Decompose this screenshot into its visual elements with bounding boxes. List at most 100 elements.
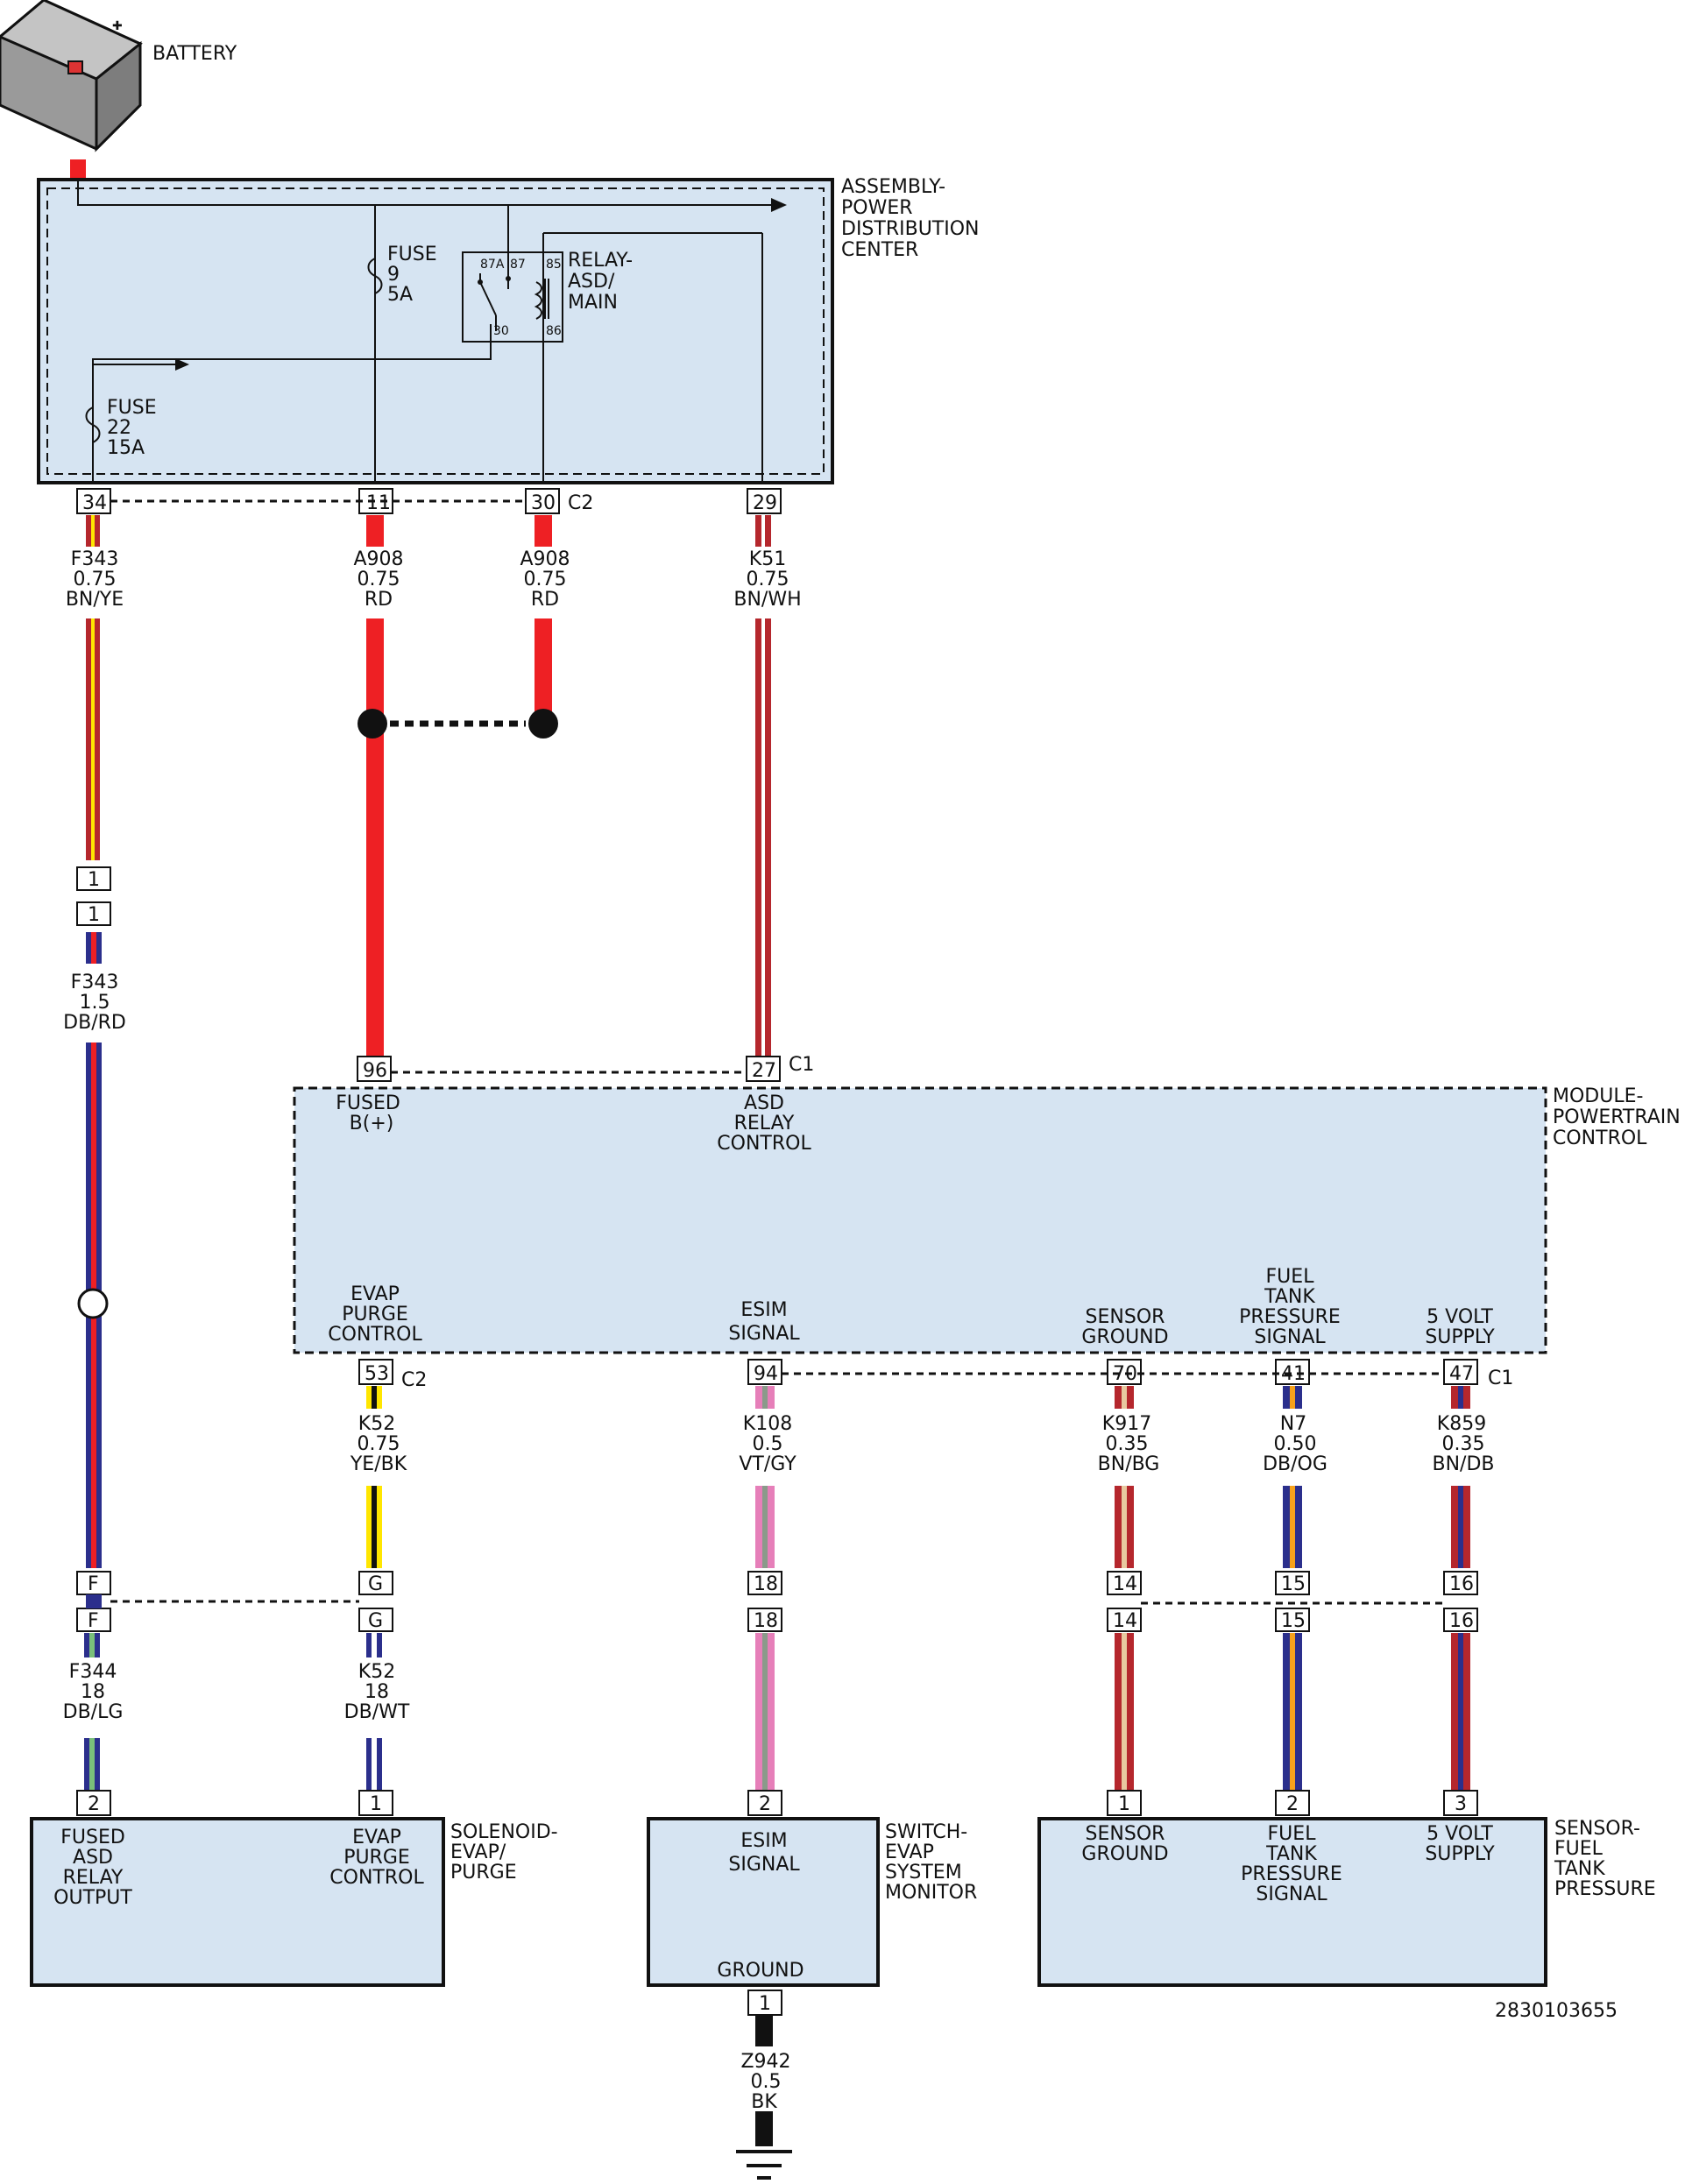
svg-text:PURGE: PURGE (450, 1862, 517, 1884)
fuse9-label: FUSE 9 5A (387, 244, 437, 306)
svg-text:14: 14 (1113, 1573, 1137, 1595)
svg-text:DB/OG: DB/OG (1263, 1453, 1327, 1475)
svg-text:SENSOR: SENSOR (1086, 1823, 1165, 1845)
splice-open (77, 1288, 109, 1319)
pdc-connector-pins: 34 11 30 29 C2 (76, 488, 782, 514)
svg-text:ASD/: ASD/ (568, 271, 615, 293)
wire-n7-lower (1283, 1633, 1302, 1791)
pdc-arrow-top (771, 198, 787, 212)
sensor-5v-supply-label: 5 VOLT SUPPLY (1425, 1823, 1495, 1865)
svg-text:FUEL: FUEL (1268, 1823, 1317, 1845)
wire-label-k859: K859 0.35 BN/DB (1433, 1413, 1495, 1475)
svg-text:87: 87 (510, 258, 526, 272)
fuse22-label: FUSE 22 15A (107, 397, 157, 459)
svg-text:C1: C1 (789, 1054, 814, 1076)
svg-text:F: F (88, 1573, 99, 1595)
document-number: 2830103655 (1495, 2000, 1618, 2022)
wire-k859-lower (1451, 1633, 1470, 1791)
battery-label: BATTERY (152, 43, 237, 65)
wire-label-f343-a: F343 0.75 BN/YE (66, 548, 124, 611)
svg-text:SWITCH-: SWITCH- (885, 1821, 967, 1843)
svg-text:F343: F343 (71, 972, 119, 993)
relay-label: RELAY- ASD/ MAIN (568, 250, 633, 314)
relay-switch-icon (479, 254, 549, 331)
svg-text:A908: A908 (520, 548, 570, 570)
relay-contact-87 (506, 276, 511, 281)
sensor-box (1037, 1817, 1547, 1987)
svg-text:BK: BK (751, 2091, 777, 2113)
svg-text:PRESSURE: PRESSURE (1554, 1878, 1656, 1900)
svg-text:GROUND: GROUND (1081, 1326, 1168, 1348)
svg-text:K51: K51 (749, 548, 786, 570)
wire-label-k917: K917 0.35 BN/BG (1098, 1413, 1160, 1475)
wire-n7-db-og (1283, 1386, 1302, 1568)
svg-text:0.75: 0.75 (358, 1433, 400, 1455)
battery-icon: ✚ (0, 0, 143, 152)
wire-k52-db-wt (366, 1633, 382, 1791)
svg-text:ASD: ASD (744, 1092, 784, 1114)
battery-terminal (70, 159, 86, 180)
svg-text:18: 18 (81, 1681, 105, 1703)
svg-text:EVAP/: EVAP/ (450, 1841, 506, 1863)
wire-label-k108: K108 0.5 VT/GY (739, 1413, 796, 1475)
wire-k51-bn-wh (755, 515, 771, 1064)
wire-label-a908-b: A908 0.75 RD (520, 548, 570, 611)
svg-text:DB/RD: DB/RD (63, 1012, 126, 1034)
svg-text:5A: 5A (387, 284, 413, 306)
wire-k108-lower (755, 1633, 775, 1791)
svg-text:SYSTEM: SYSTEM (885, 1862, 962, 1884)
pcm-5v-supply-label: 5 VOLT SUPPLY (1425, 1306, 1495, 1348)
svg-text:5 VOLT: 5 VOLT (1427, 1306, 1493, 1328)
svg-text:29: 29 (753, 492, 777, 514)
svg-text:CONTROL: CONTROL (717, 1133, 811, 1155)
svg-text:87A: 87A (480, 258, 505, 272)
svg-text:RELAY: RELAY (63, 1867, 124, 1889)
wire-k52-ye-bk (366, 1386, 382, 1568)
wire-label-z942: Z942 0.5 BK (740, 2051, 790, 2113)
svg-text:C2: C2 (401, 1369, 427, 1391)
svg-text:85: 85 (546, 258, 562, 272)
svg-text:PURGE: PURGE (342, 1304, 408, 1325)
svg-text:18: 18 (754, 1573, 778, 1595)
svg-text:30: 30 (493, 324, 509, 338)
svg-text:G: G (368, 1610, 383, 1632)
svg-text:0.75: 0.75 (358, 569, 400, 590)
svg-text:✚: ✚ (112, 19, 123, 33)
svg-text:1: 1 (88, 869, 100, 891)
splice-a908-left (358, 709, 387, 739)
svg-text:K108: K108 (743, 1413, 792, 1435)
svg-text:34: 34 (82, 492, 107, 514)
svg-text:ESIM: ESIM (740, 1299, 787, 1321)
svg-text:SENSOR-: SENSOR- (1554, 1818, 1640, 1840)
svg-text:CONTROL: CONTROL (328, 1324, 422, 1346)
svg-text:2: 2 (1286, 1793, 1299, 1815)
svg-text:18: 18 (754, 1610, 778, 1632)
svg-text:EVAP: EVAP (352, 1827, 401, 1848)
svg-text:MAIN: MAIN (568, 292, 618, 314)
svg-text:5 VOLT: 5 VOLT (1427, 1823, 1493, 1845)
wire-k917-lower (1115, 1633, 1134, 1791)
pcm-top-pins: 96 27 C1 (357, 1054, 814, 1082)
pcm-sensor-ground-label: SENSOR GROUND (1081, 1306, 1168, 1348)
pcm-bottom-pins: 53 C2 94 70 41 47 C1 (358, 1359, 1513, 1391)
svg-text:EVAP: EVAP (350, 1283, 400, 1305)
pdc-title: ASSEMBLY- POWER DISTRIBUTION CENTER (841, 176, 980, 261)
svg-text:SUPPLY: SUPPLY (1425, 1326, 1495, 1348)
svg-text:86: 86 (546, 324, 562, 338)
svg-text:0.75: 0.75 (747, 569, 789, 590)
svg-text:CONTROL: CONTROL (1553, 1127, 1647, 1149)
wire-f343-bn-ye (86, 515, 100, 860)
pcm-title: MODULE- POWERTRAIN CONTROL (1553, 1085, 1681, 1149)
svg-text:15: 15 (1281, 1573, 1306, 1595)
svg-text:SIGNAL: SIGNAL (728, 1854, 800, 1876)
svg-text:0.75: 0.75 (524, 569, 567, 590)
svg-text:1: 1 (88, 904, 100, 926)
pcm-asd-relay-control-label: ASD RELAY CONTROL (717, 1092, 811, 1155)
svg-text:RD: RD (365, 589, 393, 611)
svg-text:TANK: TANK (1554, 1858, 1605, 1880)
svg-text:POWER: POWER (841, 197, 913, 219)
svg-text:YE/BK: YE/BK (350, 1453, 407, 1475)
pcm-fused-b-label: FUSED B(+) (336, 1092, 400, 1134)
svg-text:0.35: 0.35 (1106, 1433, 1149, 1455)
wire-label-f343-b: F343 1.5 DB/RD (63, 972, 126, 1034)
